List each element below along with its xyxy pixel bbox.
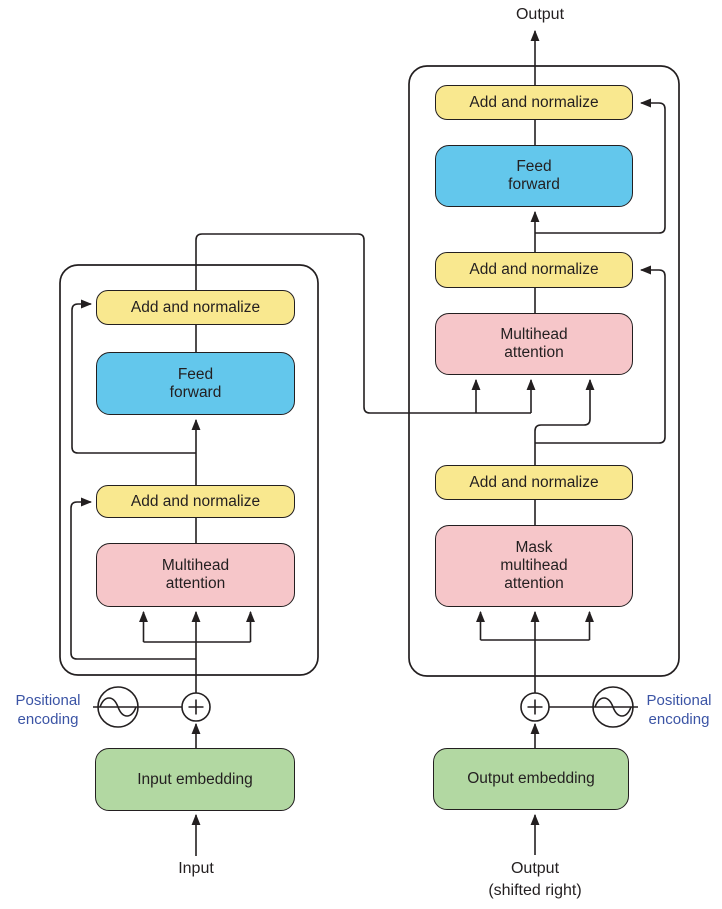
decoder-multihead-attention-label-line1: Multihead xyxy=(500,326,568,344)
plus-circle-left xyxy=(181,692,211,722)
decoder-mask-attention-label-line3: attention xyxy=(504,574,564,592)
decoder-add-normalize-2-label: Add and normalize xyxy=(469,261,599,279)
encoder-add-normalize-top-block: Add and normalize xyxy=(96,290,295,325)
decoder-add-normalize-1-label: Add and normalize xyxy=(469,93,599,111)
sine-circle-left xyxy=(97,686,139,728)
decoder-add-normalize-1-block: Add and normalize xyxy=(435,85,633,120)
encoder-multihead-attention-label-line1: Multihead xyxy=(161,557,230,575)
positional-encoding-left-line2: encoding xyxy=(17,710,79,728)
positional-encoding-right-line2: encoding xyxy=(648,710,710,728)
sine-circle-right xyxy=(592,686,634,728)
decoder-mask-attention-label-line1: Mask xyxy=(515,539,553,557)
encoder-frame xyxy=(59,264,319,676)
encoder-feed-forward-label-line1: Feed xyxy=(177,365,214,383)
decoder-query-route-arrow xyxy=(534,378,595,465)
decoder-add-normalize-3-label: Add and normalize xyxy=(469,473,599,491)
output-embedding-block: Output embedding xyxy=(433,748,629,810)
output-top-label: Output xyxy=(515,6,565,23)
sine-wave-icon xyxy=(93,686,182,728)
decoder-feed-forward-label-line2: forward xyxy=(508,176,560,193)
decoder-multihead-attention-label-line2: attention xyxy=(504,344,564,361)
encoder-add-normalize-bottom-block: Add and normalize xyxy=(96,485,295,518)
input-embedding-block: Input embedding xyxy=(95,748,295,811)
decoder-add-normalize-3-block: Add and normalize xyxy=(435,465,633,500)
encoder-multihead-attention-label-line2: attention xyxy=(165,575,226,592)
encoder-add-normalize-top-label: Add and normalize xyxy=(130,298,261,316)
plus-icon xyxy=(520,692,550,722)
plus-icon xyxy=(181,692,211,722)
encoder-feed-forward-label-line2: forward xyxy=(169,383,222,401)
output-bottom-line2: (shifted right) xyxy=(488,881,582,899)
plus-circle-right xyxy=(520,692,550,722)
decoder-mask-multihead-attention-block: Mask multihead attention xyxy=(435,525,633,607)
sine-wave-icon xyxy=(549,686,638,728)
positional-encoding-left-line1: Positional xyxy=(15,692,81,709)
encoder-feed-forward-block: Feed forward xyxy=(96,352,295,415)
plus-glyph-left xyxy=(188,699,204,715)
encoder-multihead-attention-block: Multihead attention xyxy=(96,543,295,607)
decoder-mask-attention-label-line2: multihead xyxy=(500,557,568,575)
decoder-feed-forward-block: Feed forward xyxy=(435,145,633,207)
input-embedding-label: Input embedding xyxy=(137,770,253,788)
output-bottom-line1: Output xyxy=(510,860,560,877)
sine-wave-glyph-left xyxy=(99,697,137,717)
output-embedding-label: Output embedding xyxy=(467,770,595,788)
decoder-multihead-attention-block: Multihead attention xyxy=(435,313,633,375)
decoder-add-normalize-2-block: Add and normalize xyxy=(435,252,633,288)
encoder-add-normalize-bottom-label: Add and normalize xyxy=(130,492,261,510)
sine-wave-glyph-right xyxy=(594,697,632,717)
plus-glyph-right xyxy=(527,699,543,715)
positional-encoding-right-label: Positional encoding xyxy=(636,692,722,730)
positional-encoding-left-label: Positional encoding xyxy=(0,692,96,730)
positional-encoding-right-line1: Positional xyxy=(646,692,712,709)
output-shifted-right-label: Output (shifted right) xyxy=(455,858,615,901)
decoder-feed-forward-label-line1: Feed xyxy=(516,158,552,176)
input-label: Input xyxy=(178,860,214,877)
